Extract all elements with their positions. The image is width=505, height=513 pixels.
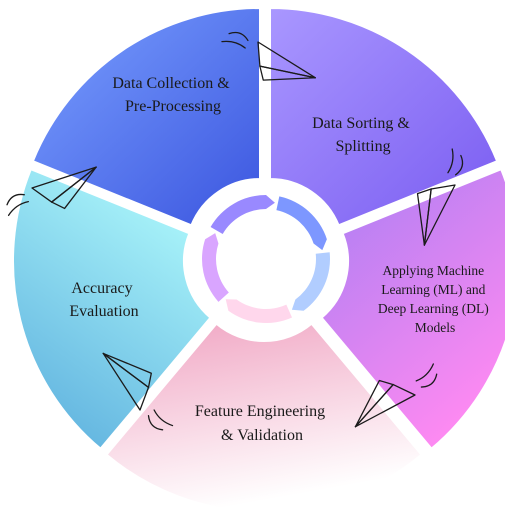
- paper-plane-icon-right-lower: [354, 363, 438, 428]
- cycle-arrow-5: [202, 233, 229, 302]
- label-applying-models: Applying Machine Learning (ML) and Deep …: [378, 263, 492, 335]
- label-data-collection: Data Collection & Pre-Processing: [112, 75, 233, 115]
- segment-feature-engineering: [105, 322, 423, 513]
- paper-plane-icon-bottom-left: [102, 352, 174, 431]
- segments: [12, 6, 505, 513]
- cycle-arrow-4: [225, 299, 293, 323]
- segment-accuracy-evaluation: [12, 167, 212, 451]
- label-accuracy-evaluation: Accuracy Evaluation: [69, 280, 138, 320]
- center-cycle-arrows: [202, 195, 330, 323]
- cycle-arrow-1: [210, 195, 275, 234]
- cycle-arrow-3: [291, 252, 330, 311]
- label-feature-engineering: Feature Engineering & Validation: [195, 403, 329, 444]
- paper-plane-icon-right-upper: [416, 148, 464, 246]
- cycle-arrow-2: [276, 196, 327, 251]
- segment-data-collection: [31, 6, 261, 227]
- segment-applying-models: [320, 167, 505, 451]
- center-hole: [224, 217, 308, 301]
- label-data-sorting: Data Sorting & Splitting: [312, 115, 414, 155]
- paper-plane-icon-left: [6, 166, 97, 217]
- segment-data-sorting: [269, 6, 499, 227]
- paper-plane-icon-top: [221, 31, 316, 81]
